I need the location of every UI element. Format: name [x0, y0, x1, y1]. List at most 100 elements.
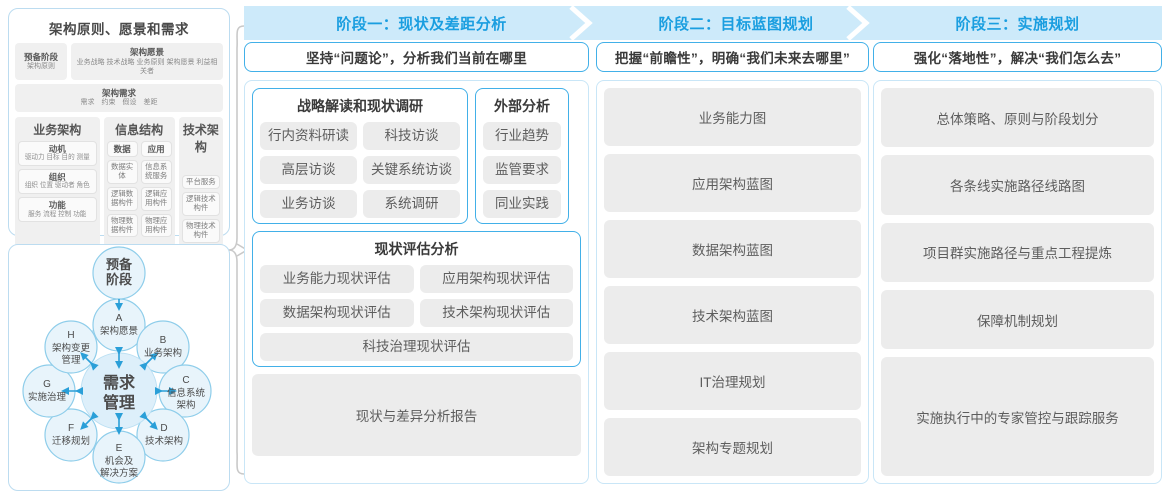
chip-business-interview[interactable]: 业务访谈 — [260, 190, 357, 218]
phase-header-2-text: 阶段二：目标蓝图规划 — [658, 15, 814, 33]
phase-header-2[interactable]: 阶段二：目标蓝图规划 — [596, 6, 876, 40]
current-state-assessment-group: 现状评估分析 业务能力现状评估 应用架构现状评估 数据架构现状评估 技术架构现状… — [252, 231, 581, 367]
chip-program-roadmap[interactable]: 项目群实施路径与重点工程提炼 — [881, 222, 1154, 282]
domain-business-architecture: 业务架构 动机 驱动力 目标 目的 测量 组织 组织 位置 驱动者 角色 功能 … — [15, 116, 100, 247]
phase-column-3: 强化“落地性”，解决“我们怎么去” 总体策略、原则与阶段划分 各条线实施路径线路… — [873, 42, 1162, 494]
togaf-row-vision: 预备阶段 架构原则 架构愿景 业务战略 技术战略 业务原则 架构愿景 利益相关者 — [15, 43, 223, 80]
adm-text-h-1: 架构变更 — [52, 342, 91, 354]
adm-key-b: B — [160, 335, 167, 346]
vision-sub: 业务战略 技术战略 业务原则 架构愿景 利益相关者 — [76, 58, 218, 75]
chevron-right-icon-1 — [569, 6, 593, 40]
adm-key-c: C — [182, 375, 189, 386]
chip-exec-interview[interactable]: 高层访谈 — [260, 156, 357, 184]
togaf-title: 架构原则、愿景和需求 — [49, 22, 189, 37]
chip-regulatory[interactable]: 监管要求 — [483, 156, 561, 184]
phase-header-1-text: 阶段一：现状及差距分析 — [336, 15, 507, 33]
adm-text-b: 业务架构 — [144, 347, 182, 359]
phase-header-1[interactable]: 阶段一：现状及差距分析 — [244, 6, 599, 40]
adm-label-preliminary-2: 阶段 — [106, 272, 132, 287]
togaf-domain-row: 业务架构 动机 驱动力 目标 目的 测量 组织 组织 位置 驱动者 角色 功能 … — [15, 116, 223, 247]
chip-business-capability-map[interactable]: 业务能力图 — [604, 88, 861, 146]
chip-peer-practice[interactable]: 同业实践 — [483, 190, 561, 218]
preliminary-head: 预备阶段 — [23, 51, 58, 62]
chip-arch-topic-plan[interactable]: 架构专题规划 — [604, 418, 861, 476]
phase-2-panel: 业务能力图 应用架构蓝图 数据架构蓝图 技术架构蓝图 IT治理规划 架构专题规划 — [596, 80, 869, 484]
adm-text-g: 实施治理 — [28, 391, 67, 403]
left-panel: 架构原则、愿景和需求 预备阶段 架构原则 架构愿景 业务战略 技术战略 业务原则… — [8, 8, 230, 491]
adm-text-f: 迁移规划 — [52, 435, 90, 447]
adm-key-a: A — [116, 313, 123, 324]
chip-expert-control-service[interactable]: 实施执行中的专家管控与跟踪服务 — [881, 357, 1154, 476]
adm-text-e-1: 机会及 — [105, 455, 134, 467]
external-analysis-title: 外部分析 — [494, 98, 550, 114]
chip-tech-governance-assess[interactable]: 科技治理现状评估 — [260, 333, 573, 361]
business-organization-box: 组织 组织 位置 驱动者 角色 — [18, 168, 97, 194]
business-architecture-title: 业务架构 — [33, 122, 82, 137]
adm-key-h: H — [67, 330, 74, 341]
information-application-column: 应用 信息系统服务 逻辑应用构件 物理应用构件 — [140, 140, 172, 238]
phase-column-2: 把握“前瞻性”，明确“我们未来去哪里” 业务能力图 应用架构蓝图 数据架构蓝图 … — [596, 42, 869, 494]
adm-key-g: G — [43, 379, 51, 390]
chip-line-roadmap[interactable]: 各条线实施路径线路图 — [881, 155, 1154, 215]
chip-business-capability-assess[interactable]: 业务能力现状评估 — [260, 265, 414, 293]
adm-key-e: E — [116, 443, 123, 454]
chip-key-system-interview[interactable]: 关键系统访谈 — [363, 156, 460, 184]
phase-header-3[interactable]: 阶段三：实施规划 — [873, 6, 1162, 40]
adm-label-preliminary-1: 预备 — [106, 257, 133, 272]
domain-technology-architecture: 技术架构 平台服务 逻辑技术构件 物理技术构件 — [178, 116, 223, 247]
togaf-vision-block: 架构愿景 业务战略 技术战略 业务原则 架构愿景 利益相关者 — [71, 43, 223, 80]
chip-tech-interview[interactable]: 科技访谈 — [363, 122, 460, 150]
information-data-column: 数据 数据实体 逻辑数据构件 物理数据构件 — [106, 140, 138, 238]
chip-tech-arch-blueprint[interactable]: 技术架构蓝图 — [604, 286, 861, 344]
phase-3-banner: 强化“落地性”，解决“我们怎么去” — [873, 42, 1162, 72]
business-motivation-box: 动机 驱动力 目标 目的 测量 — [18, 140, 97, 166]
chip-internal-docs[interactable]: 行内资料研读 — [260, 122, 357, 150]
preliminary-sub: 架构原则 — [27, 63, 55, 71]
chip-app-arch-blueprint[interactable]: 应用架构蓝图 — [604, 154, 861, 212]
chip-it-governance-plan[interactable]: IT治理规划 — [604, 352, 861, 410]
adm-key-f: F — [68, 423, 74, 434]
chip-data-arch-blueprint[interactable]: 数据架构蓝图 — [604, 220, 861, 278]
togaf-preliminary-block: 预备阶段 架构原则 — [15, 43, 67, 80]
phase-headers-row: 阶段一：现状及差距分析 阶段二：目标蓝图规划 阶段三：实施规划 — [244, 6, 1162, 40]
adm-cycle-card: 预备 阶段 需求 管理 A 架构愿景 B 业务架构 C 信息系统 架构 D 技术… — [8, 244, 230, 491]
chip-system-survey[interactable]: 系统调研 — [363, 190, 460, 218]
vision-head: 架构愿景 — [129, 47, 164, 57]
adm-key-d: D — [160, 423, 167, 434]
adm-label-center-2: 管理 — [103, 393, 135, 412]
chip-tech-arch-assess[interactable]: 技术架构现状评估 — [419, 299, 573, 327]
adm-text-h-2: 管理 — [61, 354, 81, 366]
phase-column-1: 坚持“问题论”，分析我们当前在哪里 战略解读和现状调研 行内资料研读 科技访谈 … — [244, 42, 589, 494]
chevron-right-icon-2 — [846, 6, 870, 40]
adm-text-a: 架构愿景 — [100, 325, 138, 337]
adm-text-e-2: 解决方案 — [100, 467, 139, 479]
technology-architecture-title: 技术架构 — [182, 122, 219, 154]
togaf-content-framework-card: 架构原则、愿景和需求 预备阶段 架构原则 架构愿景 业务战略 技术战略 业务原则… — [8, 8, 230, 290]
phase-3-panel: 总体策略、原则与阶段划分 各条线实施路径线路图 项目群实施路径与重点工程提炼 保… — [873, 80, 1162, 484]
phase-1-panel: 战略解读和现状调研 行内资料研读 科技访谈 高层访谈 关键系统访谈 业务访谈 系… — [244, 80, 589, 484]
business-function-box: 功能 服务 流程 控制 功能 — [18, 196, 97, 223]
chip-data-arch-assess[interactable]: 数据架构现状评估 — [260, 299, 414, 327]
phase-1-banner: 坚持“问题论”，分析我们当前在哪里 — [244, 42, 589, 72]
chip-gap-analysis-report[interactable]: 现状与差异分析报告 — [252, 374, 581, 456]
chip-guarantee-mechanism[interactable]: 保障机制规划 — [881, 289, 1154, 350]
adm-cycle-svg: 预备 阶段 需求 管理 A 架构愿景 B 业务架构 C 信息系统 架构 D 技术… — [22, 246, 212, 484]
phase-header-3-text: 阶段三：实施规划 — [955, 15, 1080, 33]
phase-bodies: 坚持“问题论”，分析我们当前在哪里 战略解读和现状调研 行内资料研读 科技访谈 … — [244, 42, 1162, 494]
phases-area: 阶段一：现状及差距分析 阶段二：目标蓝图规划 阶段三：实施规划 坚持“问题论”，… — [244, 6, 1162, 494]
domain-information-structure: 信息结构 数据 数据实体 逻辑数据构件 物理数据构件 应用 信息系统服务 逻辑应… — [103, 116, 175, 247]
external-analysis-group: 外部分析 行业趋势 监管要求 同业实践 — [475, 88, 569, 224]
chip-app-arch-assess[interactable]: 应用架构现状评估 — [419, 265, 573, 293]
chip-industry-trend[interactable]: 行业趋势 — [483, 122, 561, 150]
information-structure-title: 信息结构 — [115, 122, 164, 137]
adm-text-d: 技术架构 — [145, 435, 183, 447]
chip-overall-strategy[interactable]: 总体策略、原则与阶段划分 — [881, 88, 1154, 148]
requirements-sub: 需求 约束 假设 差距 — [80, 99, 158, 107]
assessment-title: 现状评估分析 — [374, 241, 459, 257]
adm-text-c-2: 架构 — [176, 399, 195, 411]
requirements-head: 架构需求 — [101, 87, 136, 98]
strategy-research-group: 战略解读和现状调研 行内资料研读 科技访谈 高层访谈 关键系统访谈 业务访谈 系… — [252, 88, 468, 224]
phase-2-banner: 把握“前瞻性”，明确“我们未来去哪里” — [596, 42, 869, 72]
adm-text-c-1: 信息系统 — [167, 387, 206, 399]
